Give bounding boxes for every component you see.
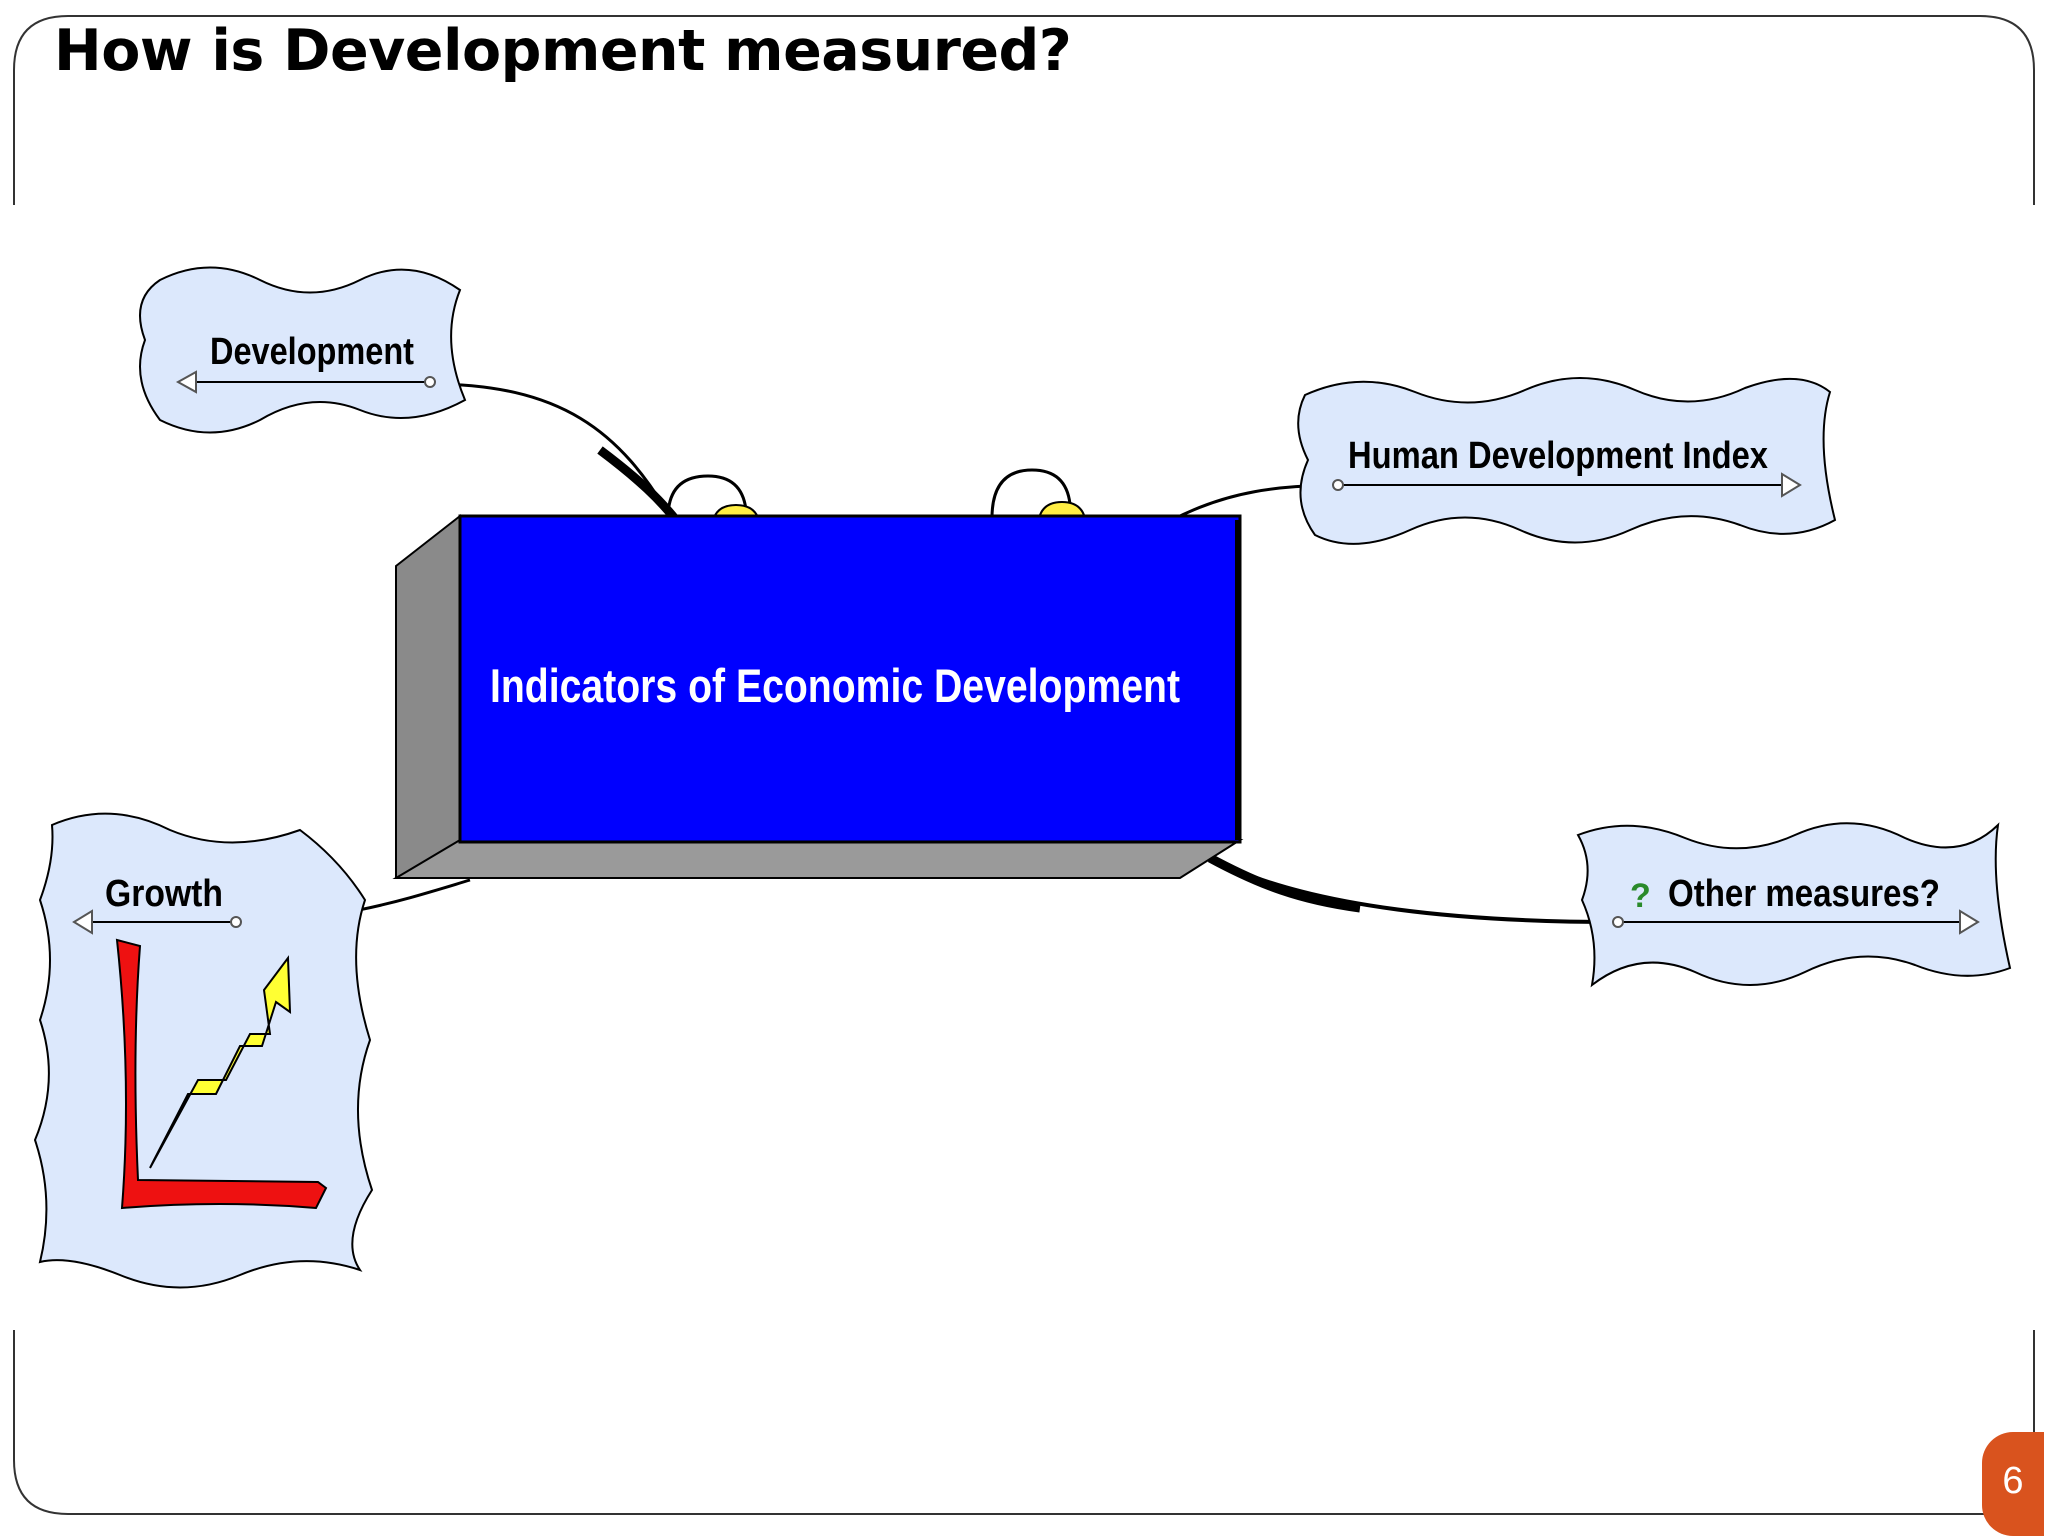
connector-development-thick [597, 446, 680, 523]
connector-development [429, 382, 674, 521]
node-other: ? Other measures? [1576, 822, 2012, 988]
arrow-right-icon [1959, 909, 1980, 935]
center-box-side [395, 513, 461, 879]
hdi-label: Human Development Index [1348, 435, 1768, 477]
node-development: Development [139, 266, 467, 434]
center-box-bottom [392, 839, 1244, 879]
slide-title: How is Development measured? [54, 18, 1072, 84]
cloud-shape [1297, 377, 1837, 545]
cloud-shape [33, 812, 374, 1289]
arrow-left-icon [72, 909, 93, 935]
cloud-shape [1576, 822, 2012, 988]
arrow-left-icon [175, 370, 197, 394]
growth-label: Growth [105, 873, 223, 915]
page-number-badge [1982, 1432, 2044, 1536]
arrow-right-icon [1781, 472, 1802, 498]
node-growth: Growth [33, 812, 374, 1289]
development-label: Development [210, 331, 414, 373]
center-box: Indicators of Economic Development [392, 513, 1244, 879]
node-hdi: Human Development Index [1297, 377, 1837, 545]
center-box-face [458, 514, 1242, 844]
question-mark-icon: ? [1630, 877, 1651, 915]
svg-text:?: ? [1630, 877, 1651, 915]
growth-chart-icon [115, 938, 328, 1210]
cloud-shape [139, 266, 467, 434]
center-label: Indicators of Economic Development [490, 659, 1180, 712]
other-label: Other measures? [1668, 873, 1940, 915]
page-number: 6 [2002, 1460, 2024, 1502]
